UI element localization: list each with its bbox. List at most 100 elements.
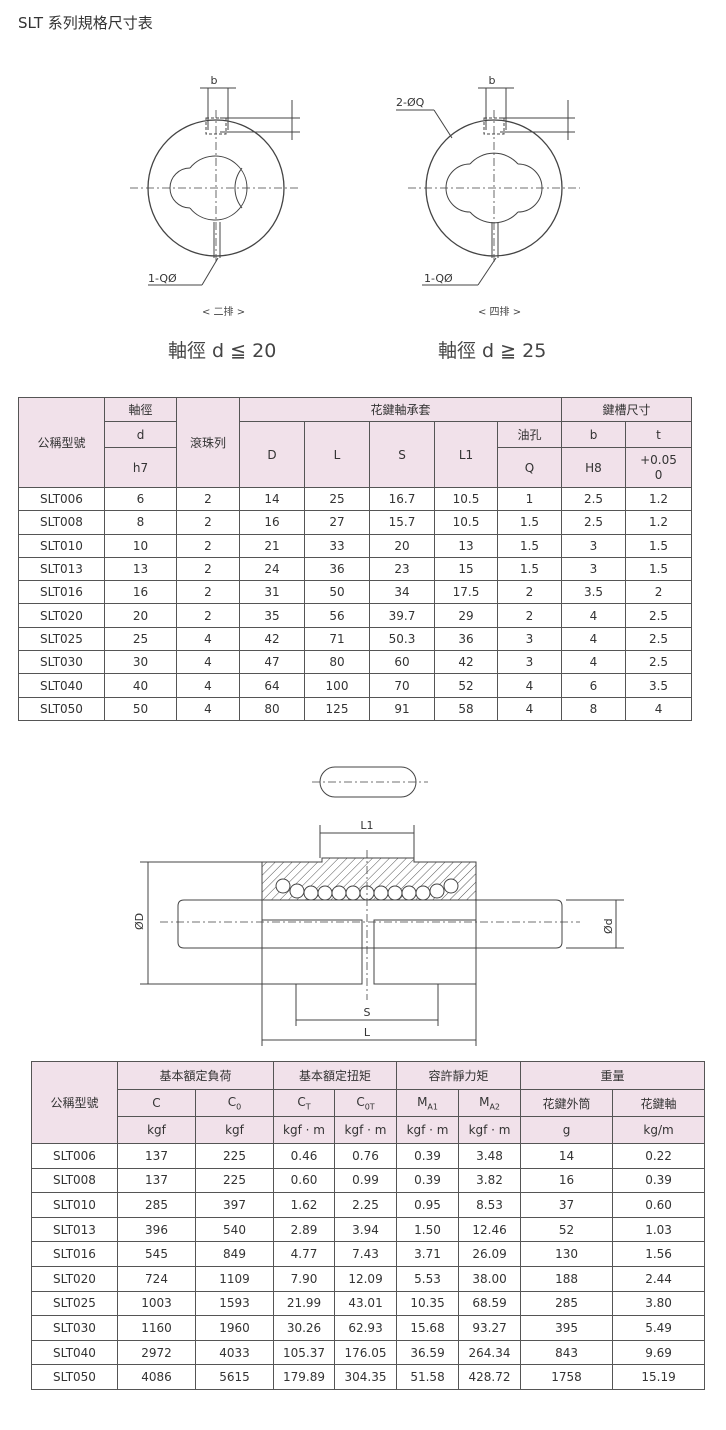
spec-table-2: 公稱型號 基本額定負荷 基本額定扭矩 容許靜力矩 重量 C C0 CT C0T … bbox=[31, 1061, 706, 1390]
value-cell: 2 bbox=[176, 603, 240, 628]
value-cell: 12.09 bbox=[334, 1265, 398, 1292]
u-kgf-1: kgf bbox=[117, 1116, 196, 1144]
value-cell: 3 bbox=[497, 650, 562, 675]
model-cell: SLT040 bbox=[31, 1339, 118, 1366]
value-cell: 849 bbox=[194, 1241, 275, 1267]
value-cell: 1960 bbox=[194, 1315, 275, 1341]
value-cell: 130 bbox=[520, 1241, 614, 1267]
model-cell: SLT013 bbox=[18, 556, 105, 582]
value-cell: 1 bbox=[497, 486, 562, 512]
value-cell: 58 bbox=[434, 696, 498, 721]
value-cell: 285 bbox=[117, 1192, 196, 1218]
value-cell: 26.09 bbox=[458, 1241, 522, 1267]
label-1q-left: 1-QØ bbox=[148, 272, 177, 285]
value-cell: 15.7 bbox=[369, 510, 435, 535]
page-title: SLT 系列規格尺寸表 bbox=[18, 14, 153, 32]
value-cell: 2 bbox=[497, 603, 562, 628]
value-cell: 52 bbox=[520, 1216, 614, 1243]
value-cell: 395 bbox=[520, 1315, 614, 1341]
h2-load: 基本額定負荷 bbox=[116, 1061, 275, 1090]
value-cell: 16 bbox=[520, 1167, 614, 1194]
model-cell: SLT006 bbox=[18, 486, 105, 512]
label-s: S bbox=[364, 1006, 371, 1019]
h-h7: h7 bbox=[104, 447, 177, 488]
value-cell: 4033 bbox=[194, 1339, 275, 1366]
h-tol-upper: +0.05 bbox=[640, 452, 677, 467]
model-cell: SLT050 bbox=[18, 696, 105, 721]
value-cell: 0.39 bbox=[396, 1143, 460, 1169]
value-cell: 8 bbox=[561, 696, 626, 721]
value-cell: 3 bbox=[561, 533, 626, 558]
value-cell: 51.58 bbox=[396, 1364, 460, 1390]
value-cell: 71 bbox=[304, 626, 370, 652]
value-cell: 21.99 bbox=[273, 1290, 336, 1317]
h-tol-lower: 0 bbox=[654, 467, 663, 482]
value-cell: 14 bbox=[520, 1143, 614, 1169]
h2-weight: 重量 bbox=[520, 1061, 706, 1090]
model-cell: SLT025 bbox=[31, 1290, 118, 1317]
value-cell: 3.82 bbox=[458, 1167, 522, 1194]
value-cell: 4 bbox=[176, 696, 240, 721]
value-cell: 70 bbox=[369, 673, 435, 698]
value-cell: 3 bbox=[561, 556, 626, 582]
value-cell: 68.59 bbox=[458, 1290, 522, 1317]
value-cell: 21 bbox=[239, 533, 305, 558]
value-cell: 304.35 bbox=[334, 1364, 398, 1390]
value-cell: 1593 bbox=[194, 1290, 275, 1317]
value-cell: 34 bbox=[369, 580, 435, 605]
h-tolerance: +0.05 0 bbox=[624, 447, 693, 488]
value-cell: 6 bbox=[561, 673, 626, 698]
value-cell: 31 bbox=[239, 580, 305, 605]
value-cell: 396 bbox=[117, 1216, 196, 1243]
value-cell: 13 bbox=[434, 533, 498, 558]
value-cell: 0.95 bbox=[396, 1192, 460, 1218]
value-cell: 4.77 bbox=[273, 1241, 336, 1267]
value-cell: 43.01 bbox=[334, 1290, 398, 1317]
value-cell: 225 bbox=[194, 1143, 275, 1169]
value-cell: 38.00 bbox=[458, 1265, 522, 1292]
value-cell: 5.53 bbox=[396, 1265, 460, 1292]
value-cell: 843 bbox=[520, 1339, 614, 1366]
value-cell: 285 bbox=[520, 1290, 614, 1317]
h-oil: 油孔 bbox=[497, 421, 562, 448]
h-L1: L1 bbox=[434, 421, 498, 488]
value-cell: 1003 bbox=[117, 1290, 196, 1317]
value-cell: 2.89 bbox=[273, 1216, 336, 1243]
value-cell: 0.39 bbox=[396, 1167, 460, 1194]
label-1q-right: 1-QØ bbox=[424, 272, 453, 285]
value-cell: 14 bbox=[239, 486, 305, 512]
value-cell: 9.69 bbox=[612, 1339, 706, 1366]
label-2q: 2-ØQ bbox=[396, 96, 425, 109]
value-cell: 20 bbox=[104, 603, 177, 628]
value-cell: 50 bbox=[104, 696, 177, 721]
value-cell: 176.05 bbox=[334, 1339, 398, 1366]
model-cell: SLT006 bbox=[31, 1143, 118, 1169]
label-l1: L1 bbox=[360, 819, 373, 832]
h2-torque: 基本額定扭矩 bbox=[273, 1061, 398, 1090]
value-cell: 1.03 bbox=[612, 1216, 706, 1243]
value-cell: 5615 bbox=[194, 1364, 275, 1390]
spec-table-1: 公稱型號 軸徑 滾珠列 花鍵軸承套 鍵槽尺寸 d D L S L1 油孔 b t… bbox=[18, 397, 693, 721]
model-cell: SLT016 bbox=[18, 580, 105, 605]
value-cell: 1109 bbox=[194, 1265, 275, 1292]
value-cell: 15.68 bbox=[396, 1315, 460, 1341]
value-cell: 225 bbox=[194, 1167, 275, 1194]
value-cell: 0.39 bbox=[612, 1167, 706, 1194]
value-cell: 179.89 bbox=[273, 1364, 336, 1390]
model-cell: SLT040 bbox=[18, 673, 105, 698]
value-cell: 36.59 bbox=[396, 1339, 460, 1366]
value-cell: 16 bbox=[239, 510, 305, 535]
value-cell: 1.5 bbox=[624, 533, 693, 558]
value-cell: 3.48 bbox=[458, 1143, 522, 1169]
value-cell: 545 bbox=[117, 1241, 196, 1267]
value-cell: 40 bbox=[104, 673, 177, 698]
spline-bearing-diagram: L1 ØD Ød S bbox=[133, 766, 624, 1046]
h2-C0: C0 bbox=[194, 1089, 275, 1117]
